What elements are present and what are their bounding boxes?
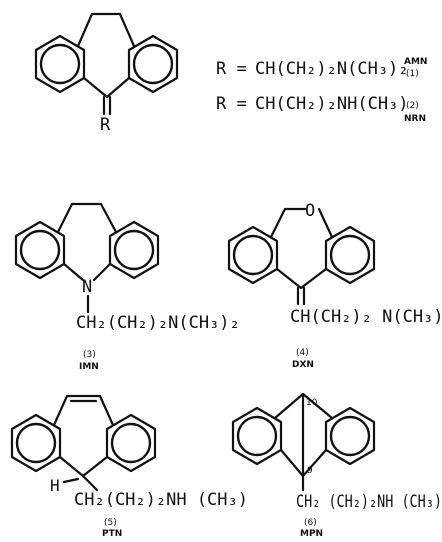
h-atom-label: H	[50, 476, 60, 495]
r-atom-label: R	[100, 115, 111, 135]
compound-4-name: DXN	[292, 360, 314, 370]
central-ring-bottom	[82, 76, 131, 99]
benzene-ring-left	[10, 413, 62, 473]
benzene-ring-right	[108, 220, 160, 280]
r1-formula: CH(CH₂)₂N(CH₃)₂	[255, 59, 409, 79]
ch2-o-bond	[269, 207, 307, 239]
benzene-ring-right	[127, 34, 179, 94]
benzene-ring-right	[324, 406, 376, 466]
benzene-ring-right	[105, 413, 157, 473]
compound-5-number: (5)	[104, 518, 117, 528]
tricyclic-core-1-2: R	[34, 12, 179, 135]
compound-3-structure: N CH₂(CH₂)₂N(CH₃)₂ (3) IMN	[14, 202, 240, 372]
aromatic-circle-right	[113, 229, 155, 271]
n-bond-left	[62, 262, 85, 282]
ethano-bridge	[76, 12, 136, 48]
compound-3-number: (3)	[83, 350, 96, 360]
compound-6-structure: 10 9 CH₂ (CH₂)₂NH (CH₃) (6) MPN	[231, 392, 442, 539]
r-equals-2: R =	[216, 94, 247, 114]
compound-3-name: IMN	[79, 362, 99, 372]
substituent-definitions: R = CH(CH₂)₂N(CH₃)₂ AMN (1) R = CH(CH₂)₂…	[216, 57, 427, 124]
central-ring-bottom	[275, 267, 328, 290]
vinylene-bridge	[52, 394, 115, 427]
compound-4-chain: CH(CH₂)₂ N(CH₃)₂	[290, 307, 442, 327]
compound-5-name: PTN	[102, 529, 122, 537]
n-atom-label: N	[82, 277, 92, 297]
benzene-ring-right	[324, 225, 376, 285]
benzene-ring-left	[231, 406, 283, 466]
aromatic-circle-right	[329, 415, 371, 457]
r-equals-1: R =	[216, 59, 247, 79]
aromatic-circle-left	[236, 415, 278, 457]
o-atom-label: O	[305, 201, 315, 221]
o-ring-bond	[317, 207, 334, 239]
ethano-bridge	[56, 202, 118, 234]
compound-2-number: (2)	[406, 101, 419, 111]
compound-5-structure: H CH₂(CH₂)₂NH (CH₃) (5) PTN	[10, 394, 248, 539]
compound-5-chain: CH₂(CH₂)₂NH (CH₃)	[74, 490, 248, 510]
aromatic-circle-left	[232, 234, 274, 276]
position-10-label: 10	[306, 398, 318, 408]
n-bond-right	[92, 262, 112, 282]
compound-4-structure: O CH(CH₂)₂ N(CH₃)₂ (4) DXN	[227, 201, 442, 370]
benzene-ring-left	[227, 225, 279, 285]
aromatic-circle-right	[110, 422, 152, 464]
compound-4-number: (4)	[296, 348, 309, 358]
nrn-label: NRN	[404, 114, 426, 124]
compound-6-chain: CH₂ (CH₂)₂NH (CH₃)	[296, 492, 442, 512]
amn-label: AMN	[404, 57, 427, 67]
r2-formula: CH(CH₂)₂NH(CH₃)	[255, 94, 409, 114]
central-ring-bottom	[58, 455, 109, 478]
aromatic-circle-right	[329, 234, 371, 276]
position-9-label: 9	[307, 466, 313, 476]
aromatic-circle-left	[39, 43, 81, 85]
aromatic-circle-right	[132, 43, 174, 85]
benzene-ring-left	[34, 34, 86, 94]
chain-bond	[81, 474, 99, 492]
compound-3-chain: CH₂(CH₂)₂N(CH₃)₂	[76, 313, 240, 333]
aromatic-circle-left	[19, 229, 61, 271]
compound-1-number: (1)	[406, 69, 419, 79]
compound-6-name: MPN	[300, 529, 323, 537]
compound-6-number: (6)	[304, 518, 317, 528]
h-bond	[62, 477, 80, 484]
benzene-ring-left	[14, 220, 66, 280]
aromatic-circle-left	[15, 422, 57, 464]
